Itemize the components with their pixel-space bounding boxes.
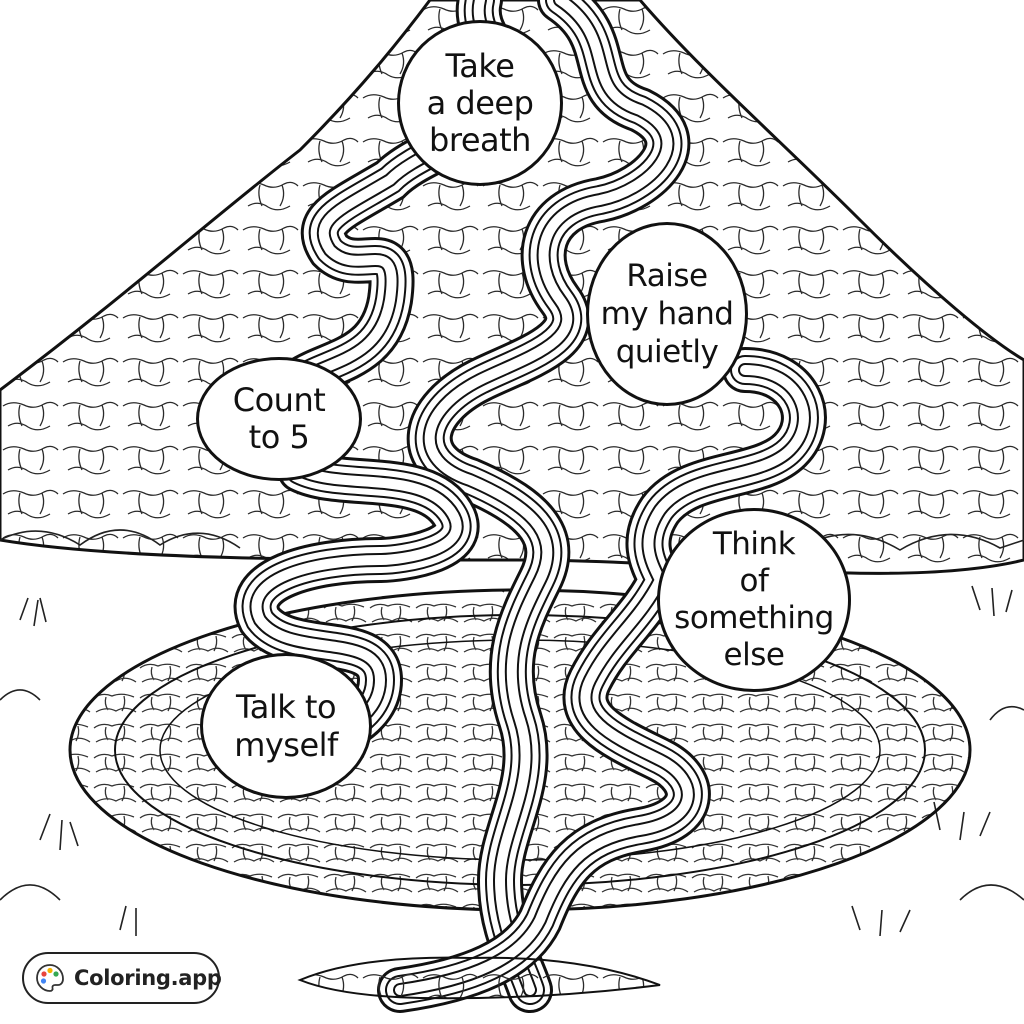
maze-path-segment xyxy=(424,0,673,995)
bubble-text-line: Raise xyxy=(626,258,708,294)
palette-icon xyxy=(36,964,64,992)
bubble-text-line: quietly xyxy=(615,334,719,370)
maze-path-segment xyxy=(251,465,462,745)
bubble-text-line: Count xyxy=(232,381,326,419)
bubble-text-line: else xyxy=(723,637,785,673)
bubble-raise-my-hand-quietly: Raise my hand quietly xyxy=(586,222,748,406)
bubble-text-line: something xyxy=(674,600,834,636)
bubble-take-a-deep-breath: Take a deep breath xyxy=(397,20,563,186)
maze-paths xyxy=(233,0,827,1013)
bubble-text-line: of xyxy=(739,563,769,599)
path-base xyxy=(297,956,661,1000)
bubble-text-line: Think xyxy=(712,526,796,562)
bubble-text-line: a deep xyxy=(426,83,534,122)
coloring-app-watermark[interactable]: Coloring.app xyxy=(22,952,222,1004)
bubble-text-line: myself xyxy=(234,726,338,764)
bubble-text-line: Talk to xyxy=(235,688,337,726)
bubble-text-line: breath xyxy=(429,120,531,159)
watermark-text: Coloring.app xyxy=(74,966,222,990)
bubble-talk-to-myself: Talk to myself xyxy=(200,653,372,799)
grass xyxy=(0,529,1024,937)
bubble-text-line: to 5 xyxy=(248,418,310,456)
bubble-count-to-5: Count to 5 xyxy=(196,357,362,481)
bubble-text-line: my hand xyxy=(600,296,734,332)
bubble-text-line: Take xyxy=(445,46,515,85)
maze-path-segment xyxy=(395,365,809,995)
bubble-think-of-something-else: Think of something else xyxy=(657,508,851,692)
